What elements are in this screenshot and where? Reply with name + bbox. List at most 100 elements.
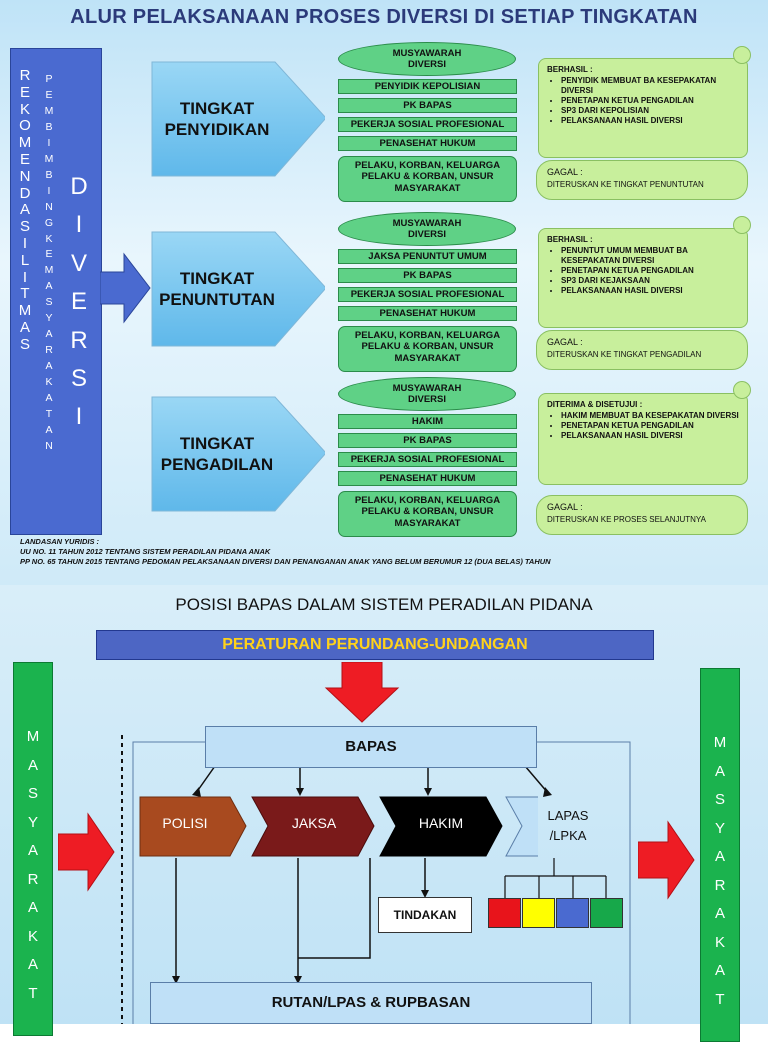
community-letter: T	[28, 984, 38, 1002]
participant-box: PEKERJA SOSIAL PROFESIONAL	[338, 452, 517, 467]
success-item: PENETAPAN KETUA PENGADILAN	[561, 421, 739, 431]
musyawarah-oval: MUSYAWARAH DIVERSI	[338, 212, 516, 246]
community-letter: M	[26, 728, 40, 745]
rutan-box: RUTAN/LPAS & RUPBASAN	[150, 982, 592, 1024]
stage-label-line-1: TINGKAT	[179, 269, 255, 288]
fail-note: GAGAL :DITERUSKAN KE TINGKAT PENGADILAN	[536, 330, 748, 370]
stage-label-line-1: TINGKAT	[179, 99, 255, 118]
success-title: BERHASIL :	[547, 235, 593, 244]
community-letter: A	[714, 905, 725, 922]
community-letter: S	[714, 791, 725, 808]
right-arrow-right-icon	[638, 820, 695, 900]
legal-heading: LANDASAN YURIDIS :	[20, 537, 100, 546]
community-letter: A	[27, 899, 38, 916]
letter: M	[44, 264, 54, 277]
letter: A	[45, 360, 53, 373]
success-item: PENYIDIK MEMBUAT BA KESEPAKATAN DIVERSI	[561, 76, 739, 96]
fail-title: GAGAL :	[547, 337, 583, 347]
letter: K	[45, 232, 53, 245]
letter: B	[45, 120, 53, 133]
hakim-node: HAKIM	[418, 815, 464, 831]
letter: E	[45, 88, 53, 101]
stage-label: TINGKAT PENGADILAN	[152, 433, 282, 476]
lapas-node: LAPAS /LPKA	[520, 806, 616, 845]
participant-box: PK BAPAS	[338, 433, 517, 448]
success-note: BERHASIL : PENUNTUT UMUM MEMBUAT BA KESEP…	[538, 228, 748, 328]
musyawarah-oval: MUSYAWARAH DIVERSI	[338, 42, 516, 76]
legal-line-2: PP NO. 65 TAHUN 2015 TENTANG PEDOMAN PEL…	[20, 556, 551, 566]
community-letter: R	[714, 876, 726, 894]
participant-box: PENASEHAT HUKUM	[338, 471, 517, 486]
scroll-curl-icon	[733, 216, 751, 234]
connector-arrow-icon	[100, 252, 151, 324]
letter: E	[45, 248, 53, 261]
community-letter: T	[715, 990, 725, 1008]
community-letter: A	[714, 848, 725, 865]
letter: G	[44, 216, 54, 229]
participant-box: PENYIDIK KEPOLISIAN	[338, 79, 517, 94]
page-title: ALUR PELAKSANAAN PROSES DIVERSI DI SETIA…	[70, 6, 698, 28]
letter: A	[45, 392, 53, 405]
letter: S	[70, 364, 87, 392]
letter: B	[45, 168, 53, 181]
stage-label-line-2: PENUNTUTAN	[159, 290, 275, 310]
success-note: DITERIMA & DISETUJUI : HAKIM MEMBUAT BA K…	[538, 393, 748, 485]
lapas-line-2: /LPKA	[549, 827, 587, 843]
color-box	[522, 898, 555, 928]
success-item: HAKIM MEMBUAT BA KESEPAKATAN DIVERSI	[561, 411, 739, 421]
success-list: HAKIM MEMBUAT BA KESEPAKATAN DIVERSIPENE…	[561, 411, 739, 441]
participant-box: PEKERJA SOSIAL PROFESIONAL	[338, 287, 517, 302]
fail-note: GAGAL :DITERUSKAN KE TINGKAT PENUNTUTAN	[536, 160, 748, 200]
participant-box: PK BAPAS	[338, 98, 517, 113]
stage-label-line-2: PENGADILAN	[160, 455, 274, 475]
success-item: PENETAPAN KETUA PENGADILAN	[561, 96, 739, 106]
letter: M	[18, 302, 32, 320]
stage-label-line-1: TINGKAT	[179, 434, 255, 453]
community-letter: R	[27, 870, 39, 888]
letter: R	[70, 326, 88, 354]
letter: N	[45, 200, 53, 213]
letter: I	[22, 268, 28, 286]
participant-box: PEKERJA SOSIAL PROFESIONAL	[338, 117, 517, 132]
fail-text: DITERUSKAN KE PROSES SELANJUTNYA	[547, 515, 706, 524]
parties-box: PELAKU, KORBAN, KELUARGA PELAKU & KORBAN…	[338, 156, 517, 202]
letter: V	[70, 249, 87, 277]
letter: P	[45, 73, 53, 85]
community-letter: S	[27, 785, 38, 802]
letter: M	[18, 134, 32, 152]
fail-text: DITERUSKAN KE TINGKAT PENUNTUTAN	[547, 180, 704, 189]
letter: A	[45, 328, 53, 341]
polisi-node: POLISI	[162, 815, 208, 831]
community-letter: K	[714, 933, 725, 951]
letter: L	[20, 251, 30, 269]
success-item: PELAKSANAAN HASIL DIVERSI	[561, 116, 739, 126]
success-title: DITERIMA & DISETUJUI :	[547, 400, 643, 409]
letter: D	[70, 173, 88, 200]
letter: I	[75, 403, 83, 431]
community-letter: A	[27, 956, 38, 973]
letter: I	[22, 234, 28, 252]
stage-label-line-2: PENYIDIKAN	[164, 120, 270, 140]
community-letter: Y	[27, 813, 38, 831]
color-box	[556, 898, 589, 928]
down-arrow-icon	[324, 662, 400, 723]
jaksa-node: JAKSA	[291, 815, 337, 831]
legal-basis: LANDASAN YURIDIS : UU NO. 11 TAHUN 2012 …	[20, 537, 760, 566]
participant-box: PENASEHAT HUKUM	[338, 136, 517, 151]
letter: E	[70, 288, 87, 316]
scroll-curl-icon	[733, 46, 751, 64]
letter: O	[19, 117, 31, 135]
scroll-curl-icon	[733, 381, 751, 399]
letter: N	[45, 439, 53, 452]
letter: S	[19, 335, 30, 353]
letter: E	[19, 150, 30, 168]
letter: R	[45, 344, 53, 357]
legal-line-1: UU NO. 11 TAHUN 2012 TENTANG SISTEM PERA…	[20, 546, 271, 556]
fail-note: GAGAL :DITERUSKAN KE PROSES SELANJUTNYA	[536, 495, 748, 535]
success-note: BERHASIL :PENYIDIK MEMBUAT BA KESEPAKATA…	[538, 58, 748, 158]
letter: I	[47, 184, 51, 197]
success-list: PENUNTUT UMUM MEMBUAT BA KESEPAKATAN DIV…	[561, 246, 739, 296]
